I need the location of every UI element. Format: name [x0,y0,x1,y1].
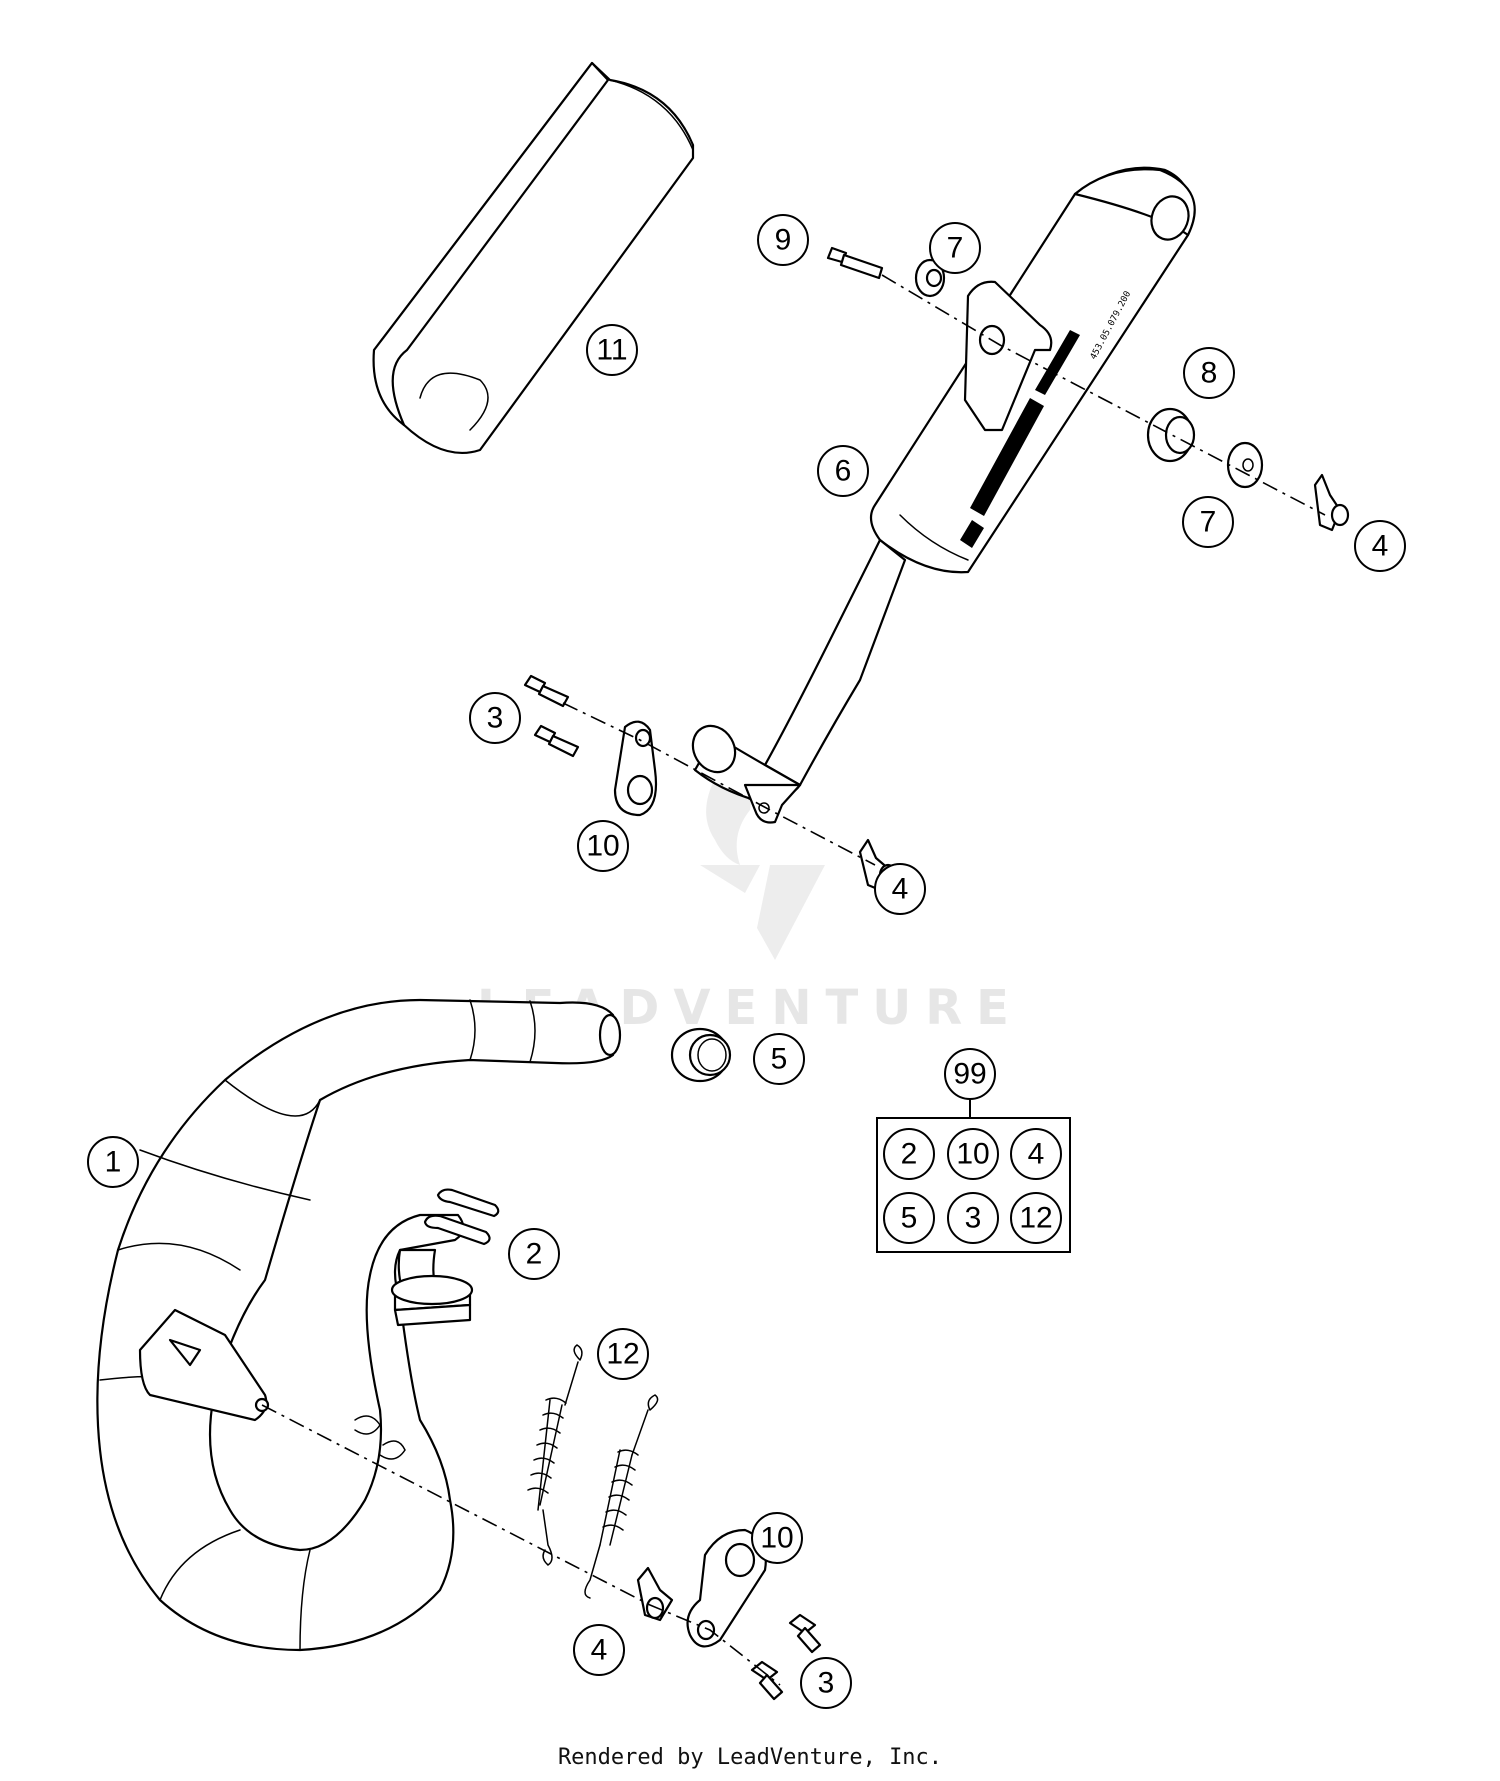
part-3-bolts-middle [523,674,580,758]
kit-item-5-label: 3 [965,1202,982,1235]
callout-4-bottom[interactable]: 4 [573,1624,625,1676]
part-5-exhaust-seal [670,1027,732,1083]
kit-item-4-label: 5 [901,1202,918,1235]
part-9-bolt [826,246,884,280]
callout-99[interactable]: 99 [944,1048,996,1100]
callout-8[interactable]: 8 [1183,347,1235,399]
callout-11[interactable]: 11 [586,324,638,376]
callout-3-bottom-label: 3 [818,1667,835,1700]
callout-1[interactable]: 1 [87,1136,139,1188]
callout-4-right-label: 4 [1372,530,1389,563]
callout-6-label: 6 [835,455,852,488]
callout-5[interactable]: 5 [753,1033,805,1085]
part-2-o-rings [423,1188,500,1246]
kit-item-3[interactable]: 4 [1010,1128,1062,1180]
callout-8-label: 8 [1201,357,1218,390]
kit-item-1-label: 2 [901,1138,918,1171]
watermark-logo: LEADVENTURE [477,770,1009,1036]
callout-12-label: 12 [606,1338,639,1371]
callout-7-bottom-label: 7 [1200,506,1217,539]
part-12-springs [527,1344,659,1599]
assembly-line-bottom [261,1404,781,1686]
kit-item-3-label: 4 [1028,1138,1045,1171]
callout-12[interactable]: 12 [597,1328,649,1380]
part-4-clip-nut-bottom [636,1566,674,1622]
callout-9[interactable]: 9 [757,214,809,266]
part-7-washer-bottom [1226,441,1264,489]
footer-credit: Rendered by LeadVenture, Inc. [558,1745,942,1770]
kit-item-5[interactable]: 3 [947,1192,999,1244]
kit-99-group: 99 2 10 4 5 3 12 [876,1048,1071,1253]
expansion-chamber [96,998,622,1652]
callout-3-top-label: 3 [487,702,504,735]
part-10-bracket-bottom [686,1528,767,1648]
callout-99-label: 99 [953,1058,986,1091]
kit-item-2[interactable]: 10 [947,1128,999,1180]
assembly-line-top [881,274,1326,516]
callout-11-label: 11 [596,334,627,367]
callout-10-middle-label: 10 [586,830,619,863]
callout-4-bottom-label: 4 [591,1634,608,1667]
callout-3-top[interactable]: 3 [469,692,521,744]
part-10-bracket-middle [613,720,658,817]
part-8-grommet [1146,407,1196,463]
kit-item-6-label: 12 [1019,1202,1052,1235]
callout-10-middle[interactable]: 10 [577,820,629,872]
callout-2-label: 2 [526,1238,543,1271]
callout-2[interactable]: 2 [508,1228,560,1280]
part-4-clip-nut-top [1313,473,1350,532]
callout-7-top[interactable]: 7 [929,222,981,274]
part-3-bolts-bottom [750,1613,822,1701]
callout-3-bottom[interactable]: 3 [800,1657,852,1709]
muffler: 453.05.079.200 [691,166,1196,824]
kit-item-4[interactable]: 5 [883,1192,935,1244]
part-7-washer-top [914,258,946,298]
callout-4-right[interactable]: 4 [1354,520,1406,572]
callout-4-middle[interactable]: 4 [874,863,926,915]
callout-9-label: 9 [775,224,792,257]
heat-shield-sleeve [372,61,695,454]
callout-7-bottom[interactable]: 7 [1182,496,1234,548]
kit-item-6[interactable]: 12 [1010,1192,1062,1244]
callout-10-bottom[interactable]: 10 [751,1512,803,1564]
callout-7-top-label: 7 [947,232,964,265]
callout-6[interactable]: 6 [817,445,869,497]
callout-4-middle-label: 4 [892,873,909,906]
callout-10-bottom-label: 10 [760,1522,793,1555]
assembly-line-middle [562,702,876,866]
callout-5-label: 5 [771,1043,788,1076]
kit-item-1[interactable]: 2 [883,1128,935,1180]
kit-item-2-label: 10 [956,1138,989,1171]
callout-1-label: 1 [105,1146,122,1179]
